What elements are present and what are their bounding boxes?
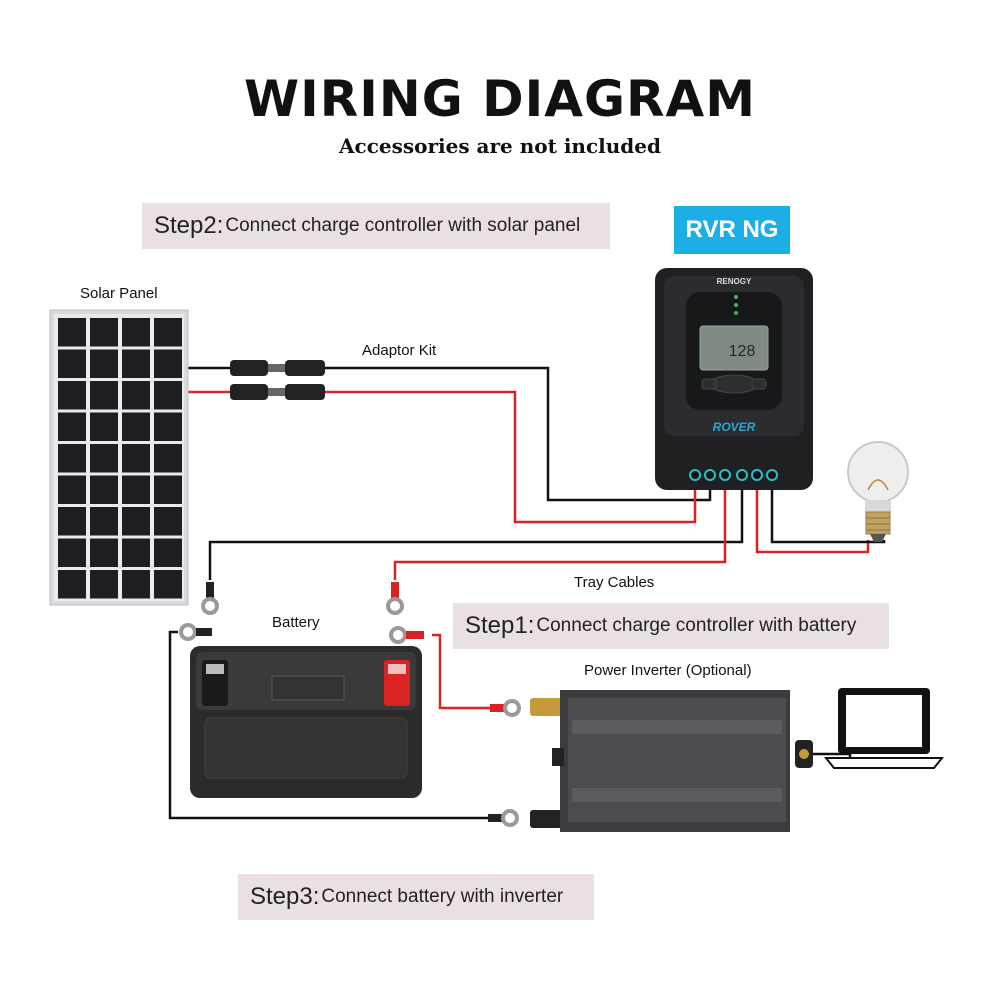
solar-cell — [90, 412, 118, 441]
load-positive-wire — [755, 482, 870, 554]
label-power-inverter: Power Inverter (Optional) — [584, 662, 752, 679]
solar-cell — [90, 444, 118, 473]
solar-cell — [58, 507, 86, 536]
solar-cell — [90, 349, 118, 378]
controller-display-value: 128 — [729, 343, 756, 360]
battery-negative-tray-wire — [208, 482, 744, 580]
solar-cell — [90, 570, 118, 599]
step3-number: Step3: — [250, 883, 320, 910]
solar-cell — [58, 412, 86, 441]
label-tray-cables: Tray Cables — [574, 574, 655, 591]
step2-number: Step2: — [154, 212, 224, 239]
solar-cell — [122, 444, 150, 473]
battery-icon — [190, 646, 422, 798]
diagram-title: WIRING DIAGRAM — [244, 70, 756, 128]
solar-cell — [58, 318, 86, 347]
controller-brand: RENOGY — [717, 277, 752, 286]
label-solar-panel: Solar Panel — [80, 285, 158, 302]
solar-cell — [122, 381, 150, 410]
ring-terminal-icon — [179, 582, 521, 827]
solar-cell — [90, 475, 118, 504]
solar-panel-icon — [49, 309, 189, 606]
solar-cell — [58, 349, 86, 378]
solar-cell — [122, 412, 150, 441]
solar-cell — [154, 381, 182, 410]
step2-text: Connect charge controller with solar pan… — [225, 215, 581, 236]
step1-text: Connect charge controller with battery — [536, 615, 857, 636]
solar-cell — [58, 475, 86, 504]
power-inverter-icon — [530, 690, 813, 832]
mc4-connector-icon — [230, 360, 325, 400]
inverter-positive-wire — [432, 633, 500, 710]
diagram-subtitle: Accessories are not included — [339, 134, 661, 158]
inverter-negative-wire — [168, 630, 498, 820]
solar-cell — [90, 507, 118, 536]
step3-banner: Step3: Connect battery with inverter — [238, 874, 594, 920]
charge-controller-icon: RENOGY 128 ROVER — [655, 268, 813, 490]
solar-cell — [58, 444, 86, 473]
model-badge: RVR NG — [674, 206, 790, 254]
solar-cell — [154, 318, 182, 347]
light-bulb-icon — [847, 441, 909, 542]
solar-cell — [154, 349, 182, 378]
solar-cell — [90, 381, 118, 410]
step2-banner: Step2: Connect charge controller with so… — [142, 203, 610, 249]
laptop-icon — [823, 688, 945, 769]
solar-cell — [154, 570, 182, 599]
solar-cell — [154, 507, 182, 536]
solar-cell — [122, 507, 150, 536]
step1-number: Step1: — [465, 612, 535, 639]
solar-cell — [122, 538, 150, 567]
solar-cell — [154, 475, 182, 504]
solar-cell — [122, 570, 150, 599]
solar-cell — [154, 412, 182, 441]
battery-positive-tray-wire — [393, 482, 727, 580]
solar-cell — [58, 570, 86, 599]
solar-cell — [154, 444, 182, 473]
panel-negative-wire — [187, 366, 712, 502]
step1-banner: Step1: Connect charge controller with ba… — [453, 603, 889, 649]
solar-cell — [122, 475, 150, 504]
panel-positive-wire — [187, 390, 697, 524]
step3-text: Connect battery with inverter — [321, 886, 564, 907]
wires — [168, 366, 886, 820]
label-battery: Battery — [272, 614, 320, 631]
solar-cell — [122, 349, 150, 378]
solar-cell — [90, 318, 118, 347]
solar-cell — [154, 538, 182, 567]
solar-cell — [58, 381, 86, 410]
label-adaptor-kit: Adaptor Kit — [362, 342, 437, 359]
controller-terminals — [689, 469, 778, 481]
solar-cell — [58, 538, 86, 567]
solar-cell — [122, 318, 150, 347]
load-negative-wire — [770, 482, 886, 544]
controller-model: ROVER — [713, 420, 756, 434]
solar-cell — [90, 538, 118, 567]
